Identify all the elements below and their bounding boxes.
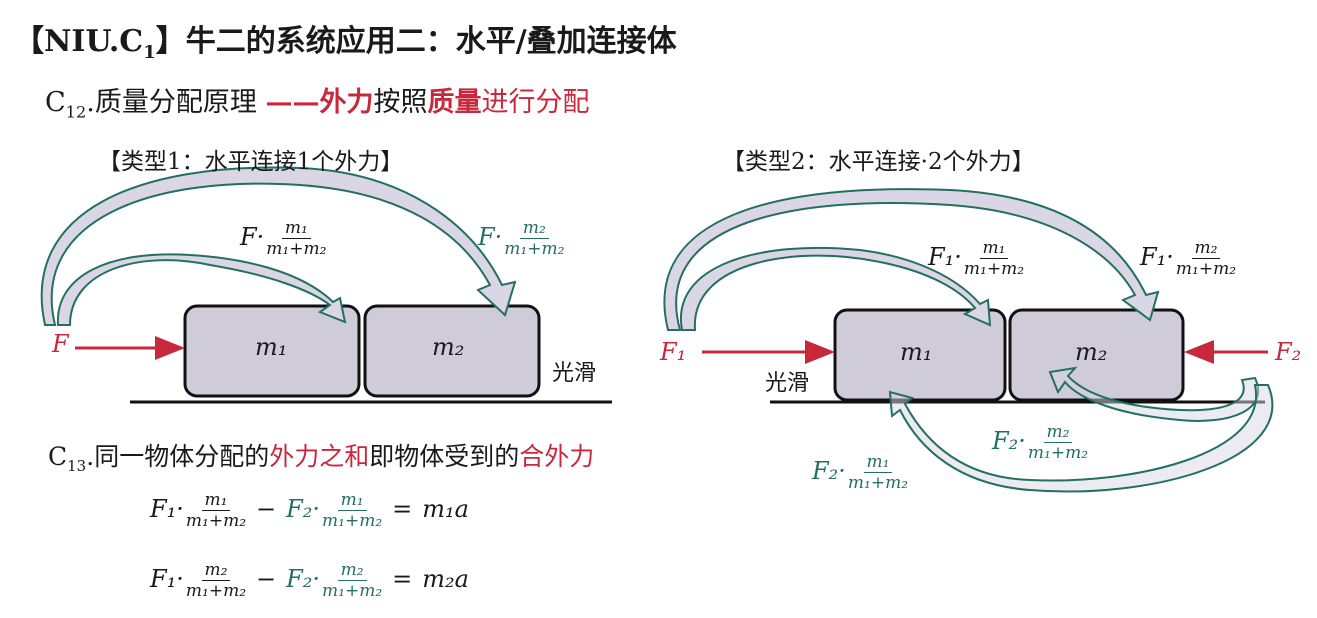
block-m2-label: m₂ [432,333,465,361]
block-m2 [363,304,541,398]
type1-heading: 【类型1：水平连接1个外力】 [98,149,404,175]
block-m1-label: m₁ [900,338,933,366]
page-title: 【NIU.C1】牛二的系统应用二：水平/叠加连接体 [14,24,677,63]
section-c13-heading: C13.同一物体分配的外力之和即物体受到的合外力 [48,442,595,475]
curved-arrow-1 [56,253,347,326]
type2-heading: 【类型2：水平连接·2个外力】 [722,149,1035,175]
force-f1-label: F₁ [660,338,687,366]
section-c12-heading: C12.质量分配原理 ——外力按照质量进行分配 [45,87,590,122]
curved-arrow-f2-m1 [888,384,1274,493]
block-m2-label: m₂ [1075,338,1108,366]
surface-label: 光滑 [765,371,810,396]
block-m1 [833,308,1007,402]
force-f-label: F [52,330,69,358]
curved-arrow-2 [40,166,517,326]
block-m1 [183,304,361,398]
surface-label: 光滑 [552,361,597,386]
block-m1-label: m₁ [255,333,288,361]
curved-arrow-f1-m1 [679,246,992,331]
force-f2-label: F₂ [1275,338,1302,366]
curved-arrow-f1-m2 [663,188,1160,331]
curved-arrow-f2-m2 [1048,366,1260,422]
